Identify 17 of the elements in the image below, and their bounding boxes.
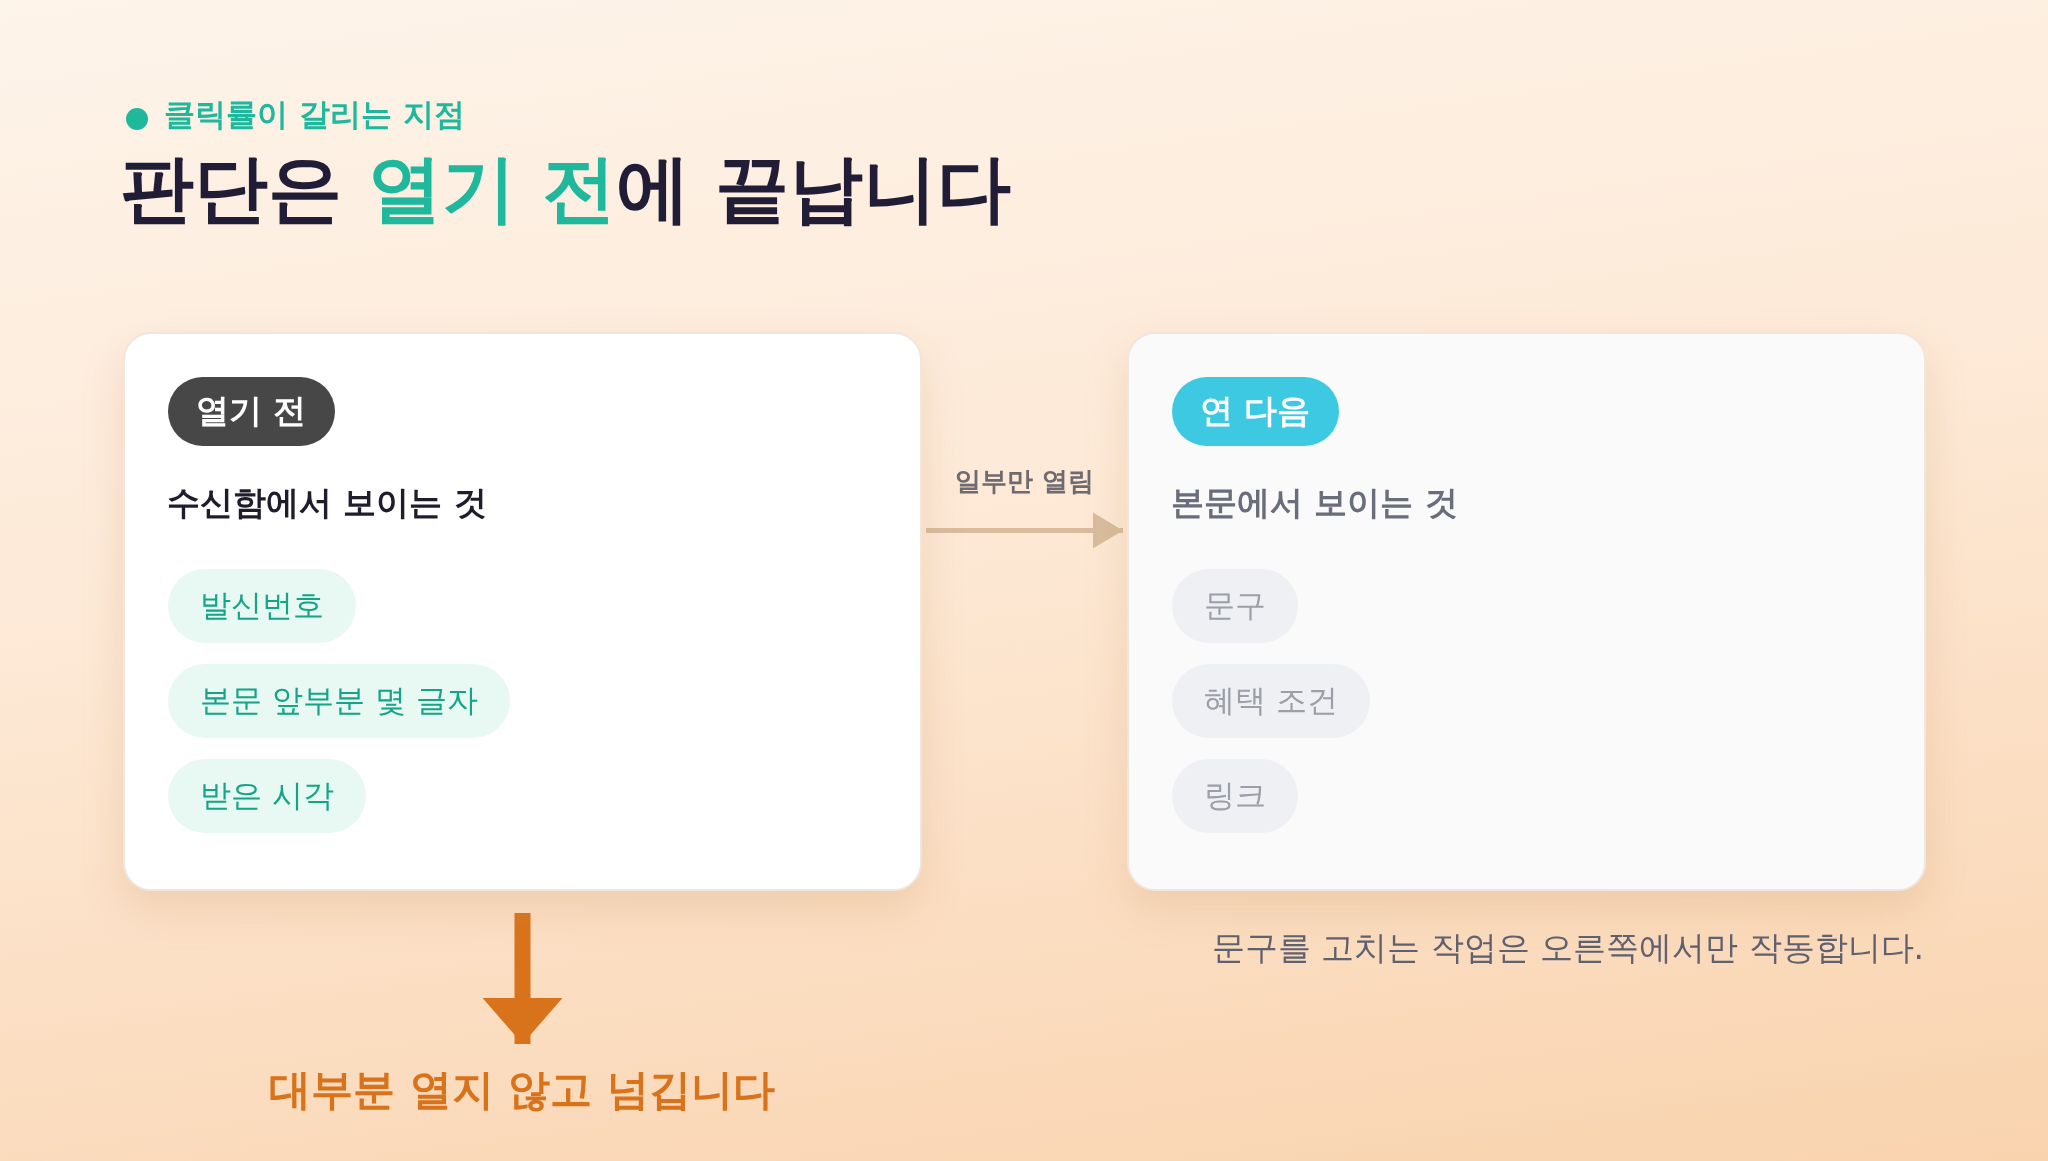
- card: [1127, 332, 1926, 891]
- edge-label: 일부만 열림: [953, 465, 1096, 499]
- info-chip: 링크: [1172, 759, 1298, 833]
- subtitle: 클릭률이 갈리는 지점: [164, 95, 465, 134]
- status-pill: 열기 전: [168, 377, 335, 446]
- note: 문구를 고치는 작업은 오른쪽에서만 작동합니다.: [1211, 927, 1924, 969]
- title: 판단은 열기 전에 끝납니다: [120, 144, 1012, 233]
- outcome-text: 대부분 열지 않고 넘깁니다: [222, 1062, 822, 1118]
- card-heading: 본문에서 보이는 것: [1171, 482, 1458, 524]
- info-chip: 문구: [1172, 569, 1298, 643]
- card-heading: 수신함에서 보이는 것: [167, 482, 487, 524]
- info-chip: 혜택 조건: [1172, 664, 1370, 738]
- info-chip: 발신번호: [168, 569, 356, 643]
- card: [123, 332, 922, 891]
- info-chip: 받은 시각: [168, 759, 366, 833]
- status-pill: 연 다음: [1172, 377, 1339, 446]
- info-chip: 본문 앞부분 몇 글자: [168, 664, 510, 738]
